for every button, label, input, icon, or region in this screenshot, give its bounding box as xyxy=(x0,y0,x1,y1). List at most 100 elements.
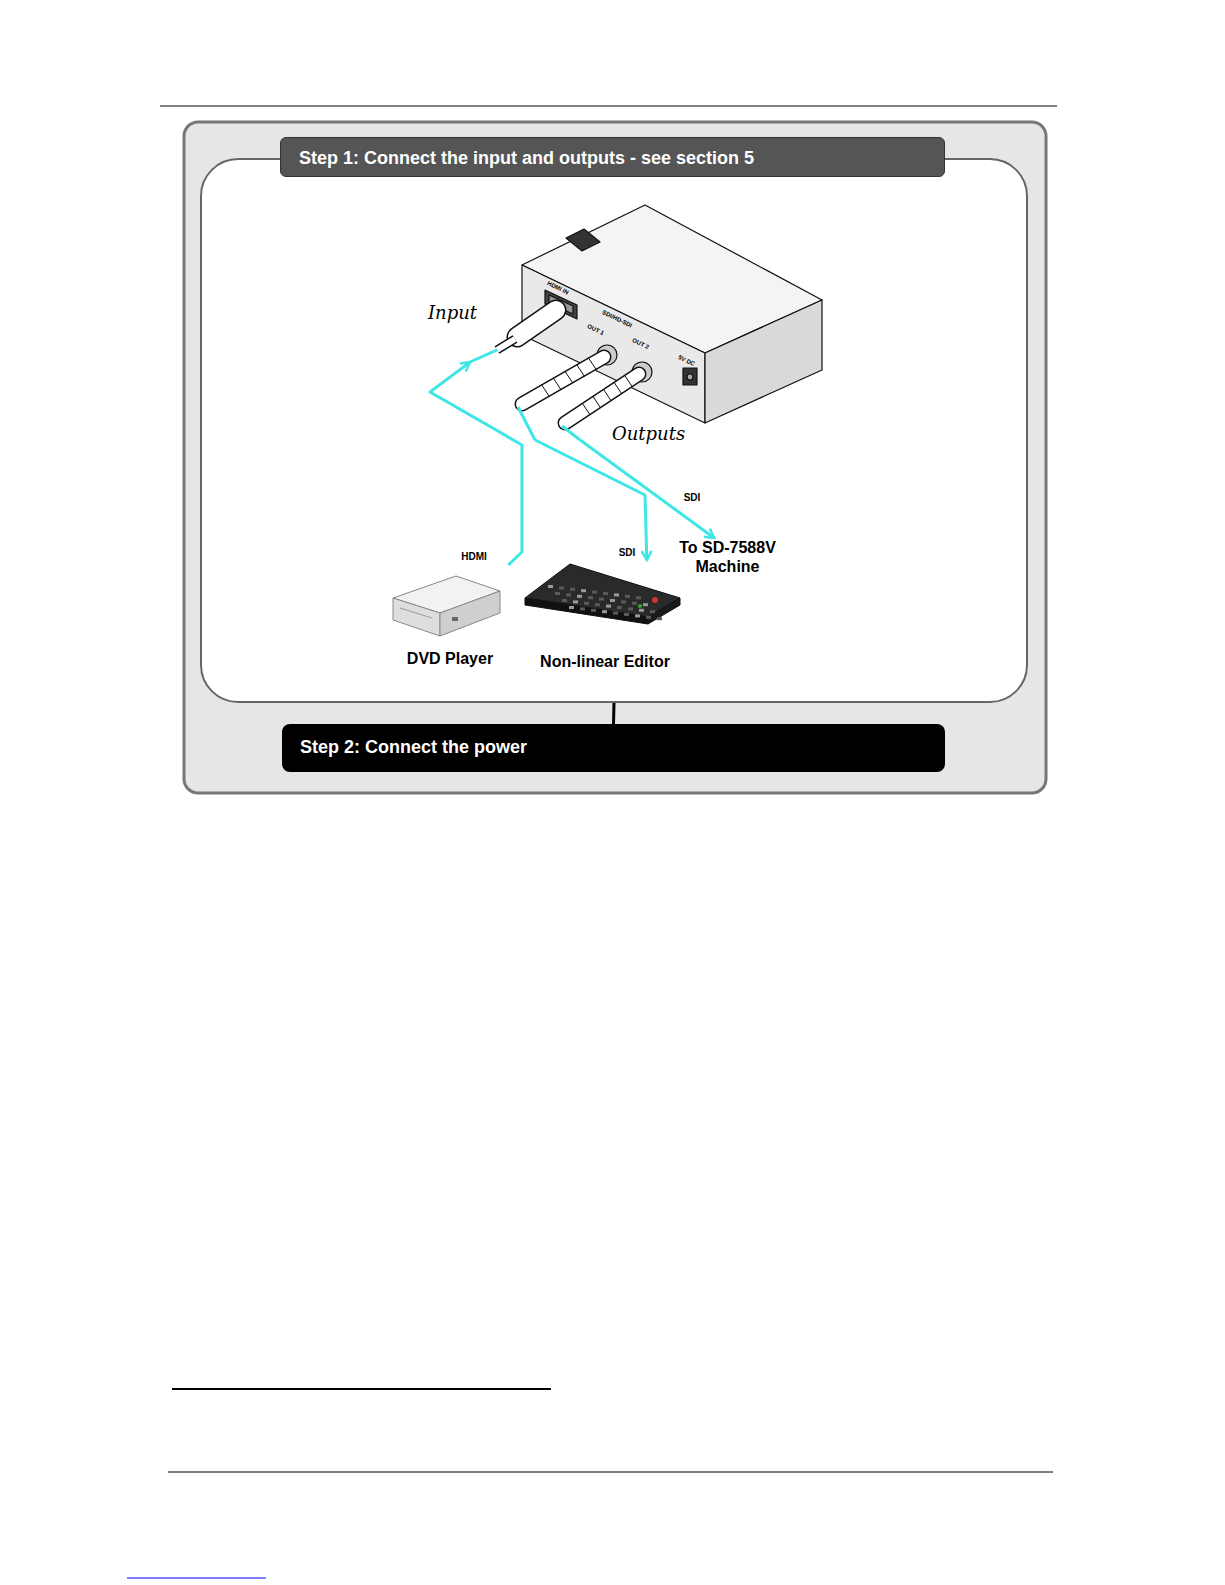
page-rules-part xyxy=(172,1388,551,1390)
converter-drawing-part xyxy=(497,339,515,350)
converter-drawing-part xyxy=(705,300,822,423)
converter-drawing-part xyxy=(562,426,580,440)
editor-drawing-part-part xyxy=(555,592,560,595)
converter-drawing-part xyxy=(497,339,515,350)
step-heading: Step 1: Connect the input and outputs - … xyxy=(280,137,945,177)
editor-drawing-part-part xyxy=(624,613,629,616)
converter-unit: HDMI IN SDI/HD-SDIOUT 1 OUT 2 5V DC xyxy=(470,195,830,440)
converter-drawing-part-part xyxy=(577,364,585,376)
converter-drawing-part-part xyxy=(614,382,622,394)
dvd-drawing-part xyxy=(393,598,440,636)
port-label: OUT 2 xyxy=(631,337,650,351)
editor-drawing-part-part xyxy=(588,596,593,599)
outer-frame-part xyxy=(200,158,1028,703)
converter-drawing-part xyxy=(683,368,697,385)
editor-drawing-part-part xyxy=(603,592,608,595)
converter-drawing-part-part xyxy=(624,375,632,387)
dvd-drawing-part xyxy=(400,608,432,618)
editor-drawing-part-part xyxy=(591,609,596,612)
page-rules-part xyxy=(160,106,1057,107)
converter-drawing-part-part xyxy=(582,403,590,415)
editor-drawing-part-part xyxy=(584,602,589,605)
destination-name: To SD-7588V Machine xyxy=(661,538,794,576)
editor-drawing-part-part xyxy=(643,603,648,606)
dvd-player: DVD Player xyxy=(381,565,519,672)
outer-frame xyxy=(184,122,1046,793)
editor-drawing-part-part xyxy=(577,595,582,598)
converter-drawing-part xyxy=(566,229,600,251)
editor-drawing-part-part xyxy=(592,591,597,594)
editor-drawing-part-part xyxy=(638,604,642,608)
editor-drawing-part-part xyxy=(580,607,585,610)
editor-drawing-part-part xyxy=(650,610,655,613)
dvd-drawing xyxy=(393,576,500,636)
converter-drawing-part xyxy=(517,310,556,337)
editor-drawing-part-part xyxy=(646,616,651,619)
signal-cable xyxy=(535,440,647,560)
editor-drawing-part-part xyxy=(610,599,615,602)
page-rules xyxy=(127,106,1057,1578)
signal-cable xyxy=(580,440,714,538)
editor-drawing-part xyxy=(548,585,662,620)
non-linear-editor: Non-linear Editor xyxy=(516,560,694,675)
converter-drawing-part-part xyxy=(593,396,601,408)
step-heading: Step 2: Connect the power xyxy=(282,724,945,772)
converter-drawing-part xyxy=(565,374,639,423)
port-label: 5V DC xyxy=(677,354,696,368)
device-name: Non-linear Editor xyxy=(516,653,694,671)
editor-drawing-part-part xyxy=(614,593,619,596)
editor-drawing-part-part xyxy=(635,614,640,617)
editor-drawing-part-part xyxy=(595,603,600,606)
port-label: HDMI IN xyxy=(546,280,570,296)
editor-drawing-part-part xyxy=(570,588,575,591)
dvd-drawing-part xyxy=(452,617,458,621)
step-banner: Step 2: Connect the power xyxy=(282,724,945,772)
editor-drawing-part-part xyxy=(599,598,604,601)
step-link xyxy=(612,703,616,724)
editor-drawing-part xyxy=(648,598,680,624)
page-rules-part xyxy=(127,1578,266,1579)
editor-drawing-part-part xyxy=(621,600,626,603)
editor-drawing-part-part xyxy=(617,606,622,609)
editor-drawing-part-part xyxy=(569,606,574,609)
editor-drawing-part-part xyxy=(657,617,662,620)
converter-drawing-part-part xyxy=(553,378,561,390)
editor-drawing-part xyxy=(525,598,648,624)
editor-drawing-part-part xyxy=(613,612,618,615)
editor-drawing-part-part xyxy=(548,585,553,588)
device-name: DVD Player xyxy=(381,650,519,668)
editor-drawing-part-part xyxy=(628,607,633,610)
page-rules-part xyxy=(168,1472,1053,1473)
destination: To SD-7588V Machine xyxy=(661,538,794,576)
editor-drawing-part-part xyxy=(573,600,578,603)
converter-drawing-part xyxy=(517,310,556,337)
dvd-drawing-part xyxy=(440,591,500,636)
editor-drawing-part-part xyxy=(606,605,611,608)
port-label: SDI/HD-SDI xyxy=(601,309,633,329)
converter-drawing-part xyxy=(470,350,497,362)
editor-drawing-part-part xyxy=(559,586,564,589)
signal-label: SDI xyxy=(617,547,638,558)
converter-drawing-part-part xyxy=(588,358,596,370)
converter-drawing-part-part xyxy=(603,389,611,401)
signal-cable xyxy=(430,362,522,565)
port-label: OUT 1 xyxy=(586,323,605,337)
editor-drawing-part-part xyxy=(566,593,571,596)
editor-drawing xyxy=(525,564,680,624)
editor-drawing-part-part xyxy=(581,589,586,592)
callout-label: Outputs xyxy=(612,423,685,444)
editor-drawing-part-part xyxy=(639,609,644,612)
callout-label: Input xyxy=(428,302,477,323)
signal-label: SDI xyxy=(682,492,703,503)
converter-drawing-part-part xyxy=(541,385,549,397)
converter-drawing-part xyxy=(687,374,693,380)
converter-drawing-part-part xyxy=(565,371,573,383)
converter-drawing-part xyxy=(541,358,632,415)
editor-drawing-part-part xyxy=(562,599,567,602)
editor-drawing-part-part xyxy=(652,597,658,603)
converter-drawing-part xyxy=(565,374,639,423)
editor-drawing-part-part xyxy=(636,596,641,599)
